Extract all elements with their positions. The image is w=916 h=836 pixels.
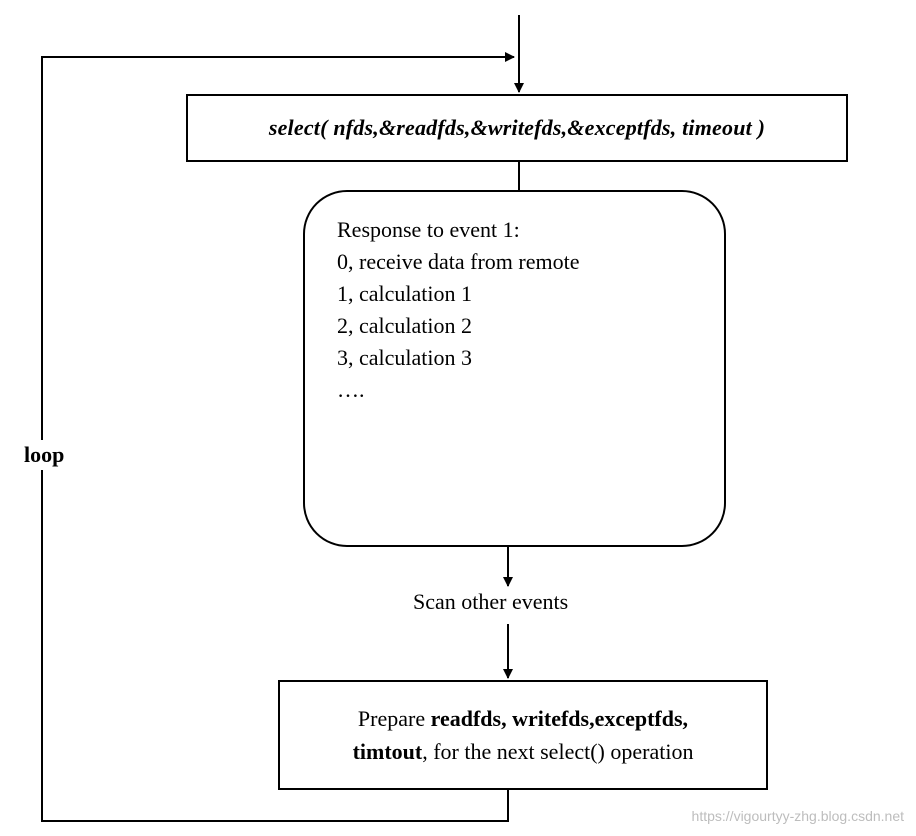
response-step: 0, receive data from remote xyxy=(337,249,580,274)
response-step: 2, calculation 2 xyxy=(337,313,473,338)
prepare-fdsets-box: Prepare readfds, writefds,exceptfds, tim… xyxy=(278,680,768,790)
response-ellipsis: …. xyxy=(337,377,365,402)
scan-other-events-label: Scan other events xyxy=(413,589,569,614)
select-call-text: select( nfds,&readfds,&writefds,&exceptf… xyxy=(268,115,766,140)
loop-label: loop xyxy=(24,442,65,467)
prepare-line-1: Prepare readfds, writefds,exceptfds, xyxy=(358,702,688,735)
prepare-fdsets-bold: readfds, writefds,exceptfds, xyxy=(430,706,689,731)
select-call-box: select( nfds,&readfds,&writefds,&exceptf… xyxy=(186,94,848,162)
response-step: 1, calculation 1 xyxy=(337,281,473,306)
prepare-line-2: timtout, for the next select() operation xyxy=(353,735,694,768)
loop-back-line-lower xyxy=(41,470,509,822)
event-response-box: Response to event 1: 0, receive data fro… xyxy=(303,190,726,547)
prepare-suffix: , for the next select() operation xyxy=(422,739,694,764)
loop-back-arrow-upper xyxy=(41,52,515,440)
response-step: 3, calculation 3 xyxy=(337,345,473,370)
prepare-timeout-bold: timtout xyxy=(352,739,423,764)
response-title: Response to event 1: xyxy=(337,217,520,242)
watermark: https://vigourtyy-zhg.blog.csdn.net xyxy=(691,808,904,824)
prepare-prefix: Prepare xyxy=(357,706,431,731)
